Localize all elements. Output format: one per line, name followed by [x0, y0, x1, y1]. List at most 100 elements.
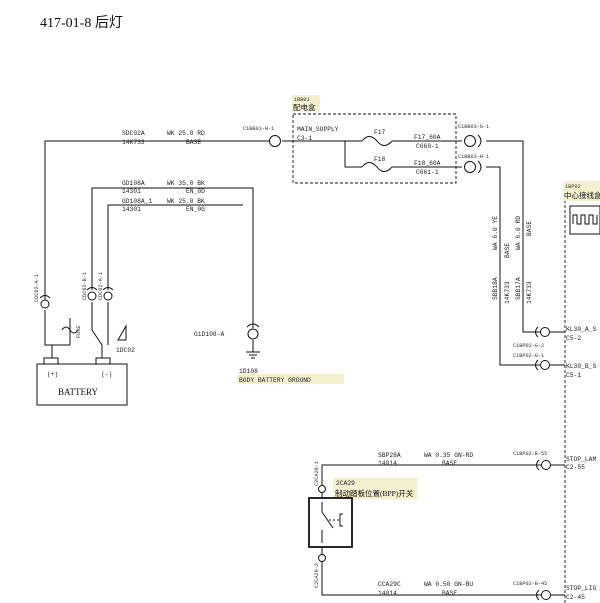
- wire-sbp28a-name: SBP28A: [378, 452, 401, 459]
- wire-f18-branch: [344, 141, 362, 168]
- wire-ye-name: SBB18A: [492, 277, 499, 300]
- fusebox-1bb01: 1BB01 配电盒 MAIN_SUPPLY C3-1 F17 F17_60A C…: [292, 95, 457, 184]
- pin-kl30b-pin: C5-1: [566, 372, 581, 379]
- wire-sbp28a-note: BASE: [442, 460, 457, 467]
- switch-label: 制动踏板位置(BPP)开关: [335, 488, 414, 498]
- bpp-switch-2ca29: 2CA29 制动踏板位置(BPP)开关: [308, 478, 417, 548]
- connector-c1bp02g2-bracket: [535, 326, 539, 338]
- wire-gd108a: [91, 187, 254, 328]
- wire-gd108a1-code: 14301: [122, 206, 141, 213]
- inline-connectors: C1BB01-H-1 C1BB03-G-1 C1BB03-H-1 C1BP02-…: [39, 124, 565, 601]
- wire-rd-code: 14K733: [526, 281, 533, 304]
- battery: (+) (-) BATTERY FUSE 1DC02: [36, 318, 135, 406]
- connector-c1bp02b55-icon: [541, 460, 551, 470]
- wire-cca29c-note: BASE: [442, 590, 457, 597]
- fuse-f17-icon: [361, 136, 393, 146]
- switch-actuator-icon: [339, 513, 343, 527]
- cdc02a1-label: CDC02-A-1: [34, 274, 40, 302]
- junction-id: 1BP02: [565, 184, 581, 190]
- wire-gd108a-1: [107, 204, 243, 290]
- connector-cdc02a2-icon: [103, 291, 113, 301]
- battery-ground-icon: [117, 324, 127, 341]
- pin-stop-light: STOP_LIG: [566, 585, 596, 592]
- battery-ref: 1DC02: [116, 347, 135, 354]
- connector-c1bb03g-icon: [464, 135, 476, 147]
- wire-gd108a-name: GD108A: [122, 180, 145, 187]
- connector-c1bb03g-label: C1BB03-G-1: [458, 124, 489, 130]
- connector-c1bb03h-label: C1BB03-H-1: [458, 154, 489, 160]
- battery-label: BATTERY: [58, 387, 99, 397]
- junction-label: 中心接线盒: [564, 190, 600, 200]
- connector-c1bb01-label: C1BB01-H-1: [243, 126, 274, 132]
- page-title: 417-01-8 后灯: [40, 15, 123, 31]
- wire-gd108a1-spec: WK 25.0 BK: [167, 198, 205, 205]
- f17-pin: C660-1: [416, 143, 439, 150]
- wire-sbp28a: [321, 464, 542, 485]
- fusebox-highlight: [292, 95, 320, 111]
- fusebox-pin: C3-1: [297, 135, 312, 142]
- connector-cdc02b1-icon: [87, 291, 97, 301]
- connector-c1bp02g2-label: C1BP02-G-2: [513, 343, 544, 349]
- junction-1bp02: 1BP02 中心接线盒 KL30_A_S C5-2 KL30_B_S C5-1 …: [563, 181, 600, 601]
- fusebox-main-supply: MAIN_SUPPLY: [297, 126, 339, 133]
- pin-kl30a: KL30_A_S: [566, 326, 596, 333]
- fuse-f18-icon: [361, 162, 393, 172]
- connector-c1bb03h-bracket: [477, 160, 482, 174]
- wire-gd108a-note: EN_0D: [186, 188, 205, 195]
- ground-connector-label: G1D108-A: [194, 331, 224, 338]
- ground-1d108: G1D108-A 1D108 BODY BATTERY GROUND: [194, 331, 344, 384]
- connector-c1bb03h-icon: [464, 161, 476, 173]
- battery-neg-label: (-): [101, 371, 112, 378]
- wire-sbb18a: [486, 166, 540, 366]
- f18-rating: F18_60A: [414, 160, 441, 167]
- wire-labels: SDC02A WK 25.0 RD 14K733 BASE GD108A WK …: [122, 130, 533, 597]
- fusebox-label: 配电盒: [293, 102, 316, 112]
- wire-sdc02a-name: SDC02A: [122, 130, 145, 137]
- connector-g1d108-bracket: [246, 323, 260, 328]
- wire-gd108a1-note: EN_0G: [186, 206, 205, 213]
- pin-kl30b: KL30_B_S: [566, 363, 596, 370]
- connector-c1bb01-icon: [269, 135, 281, 147]
- wire-rd-name: SBB17A: [515, 277, 522, 300]
- junction-highlight: [563, 181, 600, 201]
- c2ca29-2-label: C2CA29-2: [314, 563, 320, 588]
- connector-c1bp02b45-bracket: [536, 589, 540, 601]
- connector-c1bp02g1-label: C1BP02-G-1: [513, 353, 544, 359]
- connector-c1bp02g2-icon: [540, 327, 550, 337]
- wire-sbb17a: [486, 140, 540, 333]
- wire-cca29c-name: CCA29C: [378, 581, 401, 588]
- wire-sdc02a: [44, 140, 268, 300]
- ground-id: 1D108: [239, 368, 258, 375]
- wire-ye-note: BASE: [504, 243, 511, 258]
- connector-c1bp02b55-bracket: [536, 459, 540, 471]
- battery-fuse-label: FUSE: [76, 326, 82, 338]
- wire-sdc02a-spec: WK 25.0 RD: [167, 130, 205, 137]
- connector-cdc02a1-icon: [40, 299, 50, 309]
- battery-terminal-pos: [43, 357, 59, 365]
- c2ca29-1-label: C2CA29-1: [314, 461, 320, 486]
- connector-c1bp02b55-label: C1BP02-B-55: [513, 451, 547, 457]
- wire-sbp28a-code: 14014: [378, 460, 397, 467]
- connector-cdc02a2-bracket: [102, 287, 114, 291]
- wire-cca29c-spec: WA 0.50 GN-BU: [424, 581, 473, 588]
- wire-sdc02a-note: BASE: [186, 139, 201, 146]
- pin-stop-light-pin: C2-45: [566, 594, 585, 601]
- pin-kl30a-pin: C5-2: [566, 335, 581, 342]
- switch-id: 2CA29: [336, 480, 355, 487]
- switch-highlight: [333, 478, 417, 499]
- wire-cca29c-code: 14014: [378, 590, 397, 597]
- ground-label: BODY BATTERY GROUND: [239, 377, 311, 384]
- switch-blade: [321, 511, 334, 529]
- cdc02b1-label: CDC02-B-1: [82, 272, 88, 300]
- connector-c1bb03g-bracket: [477, 134, 482, 148]
- connector-c1bp02g1-icon: [540, 360, 550, 370]
- connector-c2ca29-1-icon: [318, 485, 326, 493]
- wire-sbp28a-spec: WA 0.35 GN-RD: [424, 452, 473, 459]
- wire-cca29c: [321, 560, 542, 596]
- switch-body: [308, 497, 353, 548]
- wire-gd108a1-name: GD108A_1: [122, 198, 152, 205]
- battery-body: [36, 363, 128, 406]
- ground-highlight: [237, 374, 344, 384]
- battery-terminal-neg: [95, 357, 111, 365]
